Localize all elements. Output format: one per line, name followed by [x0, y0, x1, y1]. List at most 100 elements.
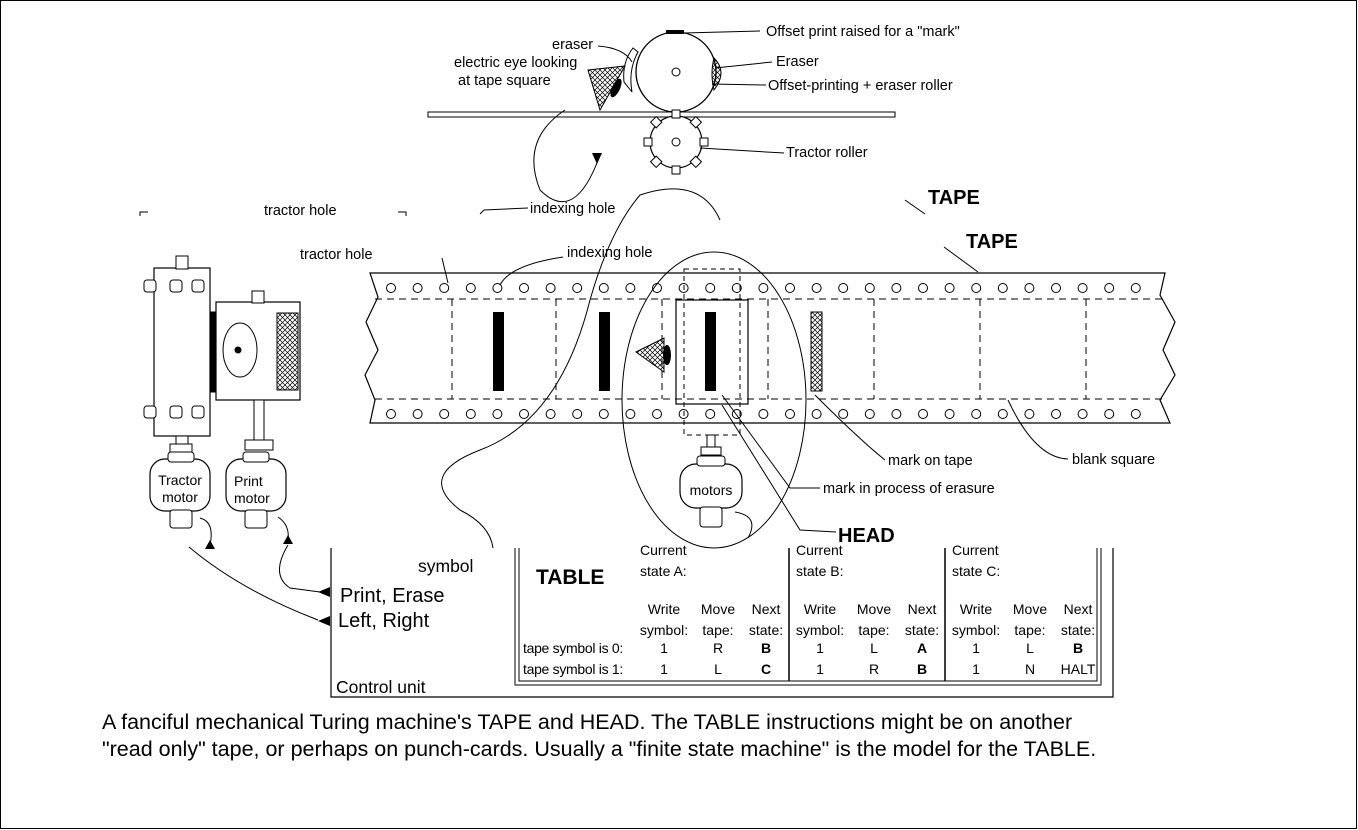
head-label: HEAD: [838, 525, 895, 547]
tape-hole: [918, 409, 928, 419]
table-state-cut-label: Current: [640, 542, 687, 558]
head-dashed-frame: [683, 268, 741, 436]
tape-hole: [731, 283, 742, 293]
tape-hole: [758, 283, 769, 293]
sprocket-tooth: [191, 279, 205, 293]
table-title: TABLE: [536, 566, 604, 589]
tape-hole: [598, 409, 609, 419]
table-cell: B: [1073, 640, 1083, 656]
head-assembly: motors: [621, 251, 807, 549]
table-cell: C: [761, 661, 771, 677]
tape-hole: [386, 283, 396, 293]
sprocket-tooth: [143, 405, 157, 419]
tape-hole: [1130, 283, 1141, 293]
table-header: Move: [1013, 601, 1047, 617]
table-header: Write: [648, 601, 681, 617]
tape-mark: [493, 312, 504, 391]
table-row-label: tape symbol is 1:: [523, 661, 623, 677]
tape-hole: [439, 409, 450, 419]
print-erase-label: Print, Erase: [340, 585, 444, 607]
tape-mark: [599, 312, 610, 391]
indexing-hole-label-1: indexing hole: [530, 201, 615, 217]
tape-hole: [864, 283, 875, 293]
table-cell: 1: [816, 661, 824, 677]
head-eye-lens: [663, 345, 671, 365]
tape-hole: [944, 283, 955, 293]
print-eraser-pad: [276, 312, 299, 391]
symbol-label: symbol: [418, 556, 473, 576]
table-cell: 1: [816, 640, 824, 656]
table-header: state:: [1061, 622, 1095, 638]
table-row-label: tape symbol is 0:: [523, 640, 623, 656]
tape-hole: [1077, 409, 1088, 419]
table-box-outer: [514, 548, 1102, 686]
tape-hole: [918, 283, 928, 293]
table-cell: B: [761, 640, 771, 656]
table-cell: N: [1025, 661, 1035, 677]
tape-label-1: TAPE: [928, 187, 980, 209]
table-state-label: state C:: [952, 563, 1000, 579]
tape-mark: [705, 312, 716, 391]
tractor-motor-label-2: motor: [162, 489, 198, 505]
control-unit-label: Control unit: [336, 677, 426, 697]
eraser-pad-left: [623, 47, 639, 93]
table-header: state:: [749, 622, 783, 638]
table-header: Next: [752, 601, 781, 617]
tape-outline: [364, 272, 1176, 424]
mark-erasure-label: mark in process of erasure: [823, 481, 995, 497]
tape-hole: [838, 409, 849, 419]
tape-holes-top: [386, 283, 1141, 293]
tape-hole: [652, 409, 662, 419]
table-cell: HALT: [1061, 661, 1096, 677]
tape-hole: [785, 409, 795, 419]
gear-tooth: [699, 137, 709, 147]
table-cell: 1: [660, 661, 668, 677]
tractor-motor-label-1: Tractor: [158, 472, 202, 488]
table-header: Next: [908, 601, 937, 617]
sprocket-tooth: [191, 405, 205, 419]
tape-hole: [386, 409, 396, 419]
tape-hole: [1104, 283, 1115, 293]
tape-hole: [705, 409, 716, 419]
roller-rail: [427, 111, 896, 118]
table-header: symbol:: [796, 622, 844, 638]
eraser-pad-right: [711, 57, 722, 92]
tape-hole: [572, 283, 583, 293]
table-cell: R: [713, 640, 723, 656]
offset-roller-label: Offset-printing + eraser roller: [768, 78, 953, 94]
table-cell: 1: [972, 640, 980, 656]
gear-tooth: [649, 115, 663, 129]
tape-hole: [1130, 409, 1141, 419]
motors-label: motors: [690, 482, 733, 498]
head-boundary-ellipse: [621, 251, 807, 549]
print-motor-label-1: Print: [234, 473, 263, 489]
annotations: eraser Offset print raised for a "mark" …: [264, 24, 1155, 547]
table-cell: L: [870, 640, 878, 656]
tape-hole: [811, 283, 822, 293]
tape-hole: [997, 409, 1008, 419]
tape-label-2: TAPE: [966, 231, 1018, 253]
table-header: Write: [960, 601, 993, 617]
tape-hole: [625, 283, 636, 293]
table-header: state:: [905, 622, 939, 638]
blank-square-label: blank square: [1072, 452, 1155, 468]
sprocket-tooth: [169, 279, 183, 293]
tape-hole: [412, 409, 423, 419]
table-header: tape:: [858, 622, 889, 638]
tape-hole: [519, 283, 529, 293]
table-state-label: state B:: [796, 563, 843, 579]
tape-hole: [944, 409, 955, 419]
tape-hole: [545, 409, 556, 419]
tractor-roller: [643, 109, 709, 175]
print-motor-label-2: motor: [234, 490, 270, 506]
tape-hole: [705, 283, 716, 293]
electric-eye-label-2: at tape square: [458, 73, 551, 89]
tape-holes-bottom: [386, 409, 1141, 419]
eraser-label: Eraser: [776, 54, 819, 70]
tape-hole: [545, 283, 556, 293]
offset-print-raised-mark: [666, 30, 684, 34]
tape-hole: [971, 283, 982, 293]
table-cell: R: [869, 661, 879, 677]
